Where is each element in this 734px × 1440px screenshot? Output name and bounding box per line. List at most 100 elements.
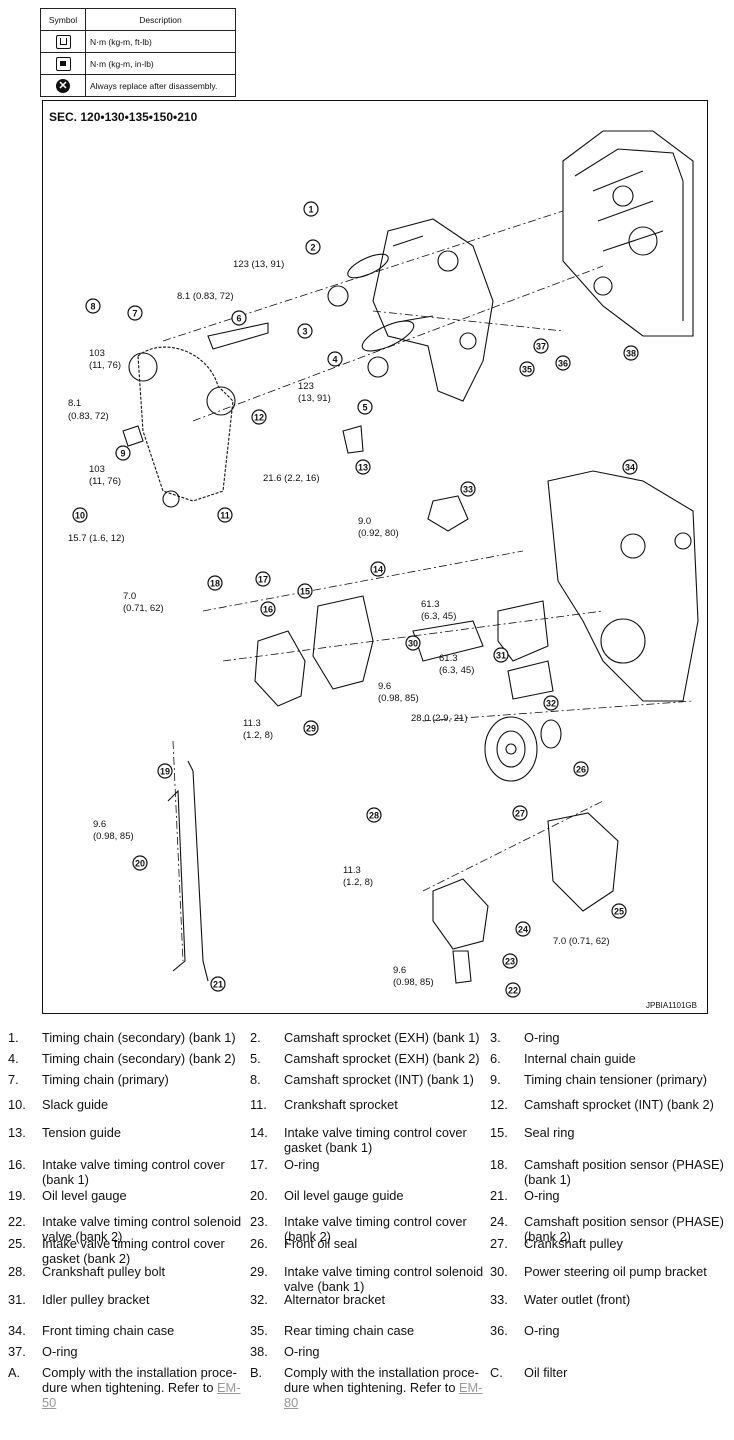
torque-label: 103	[89, 464, 105, 475]
part-description: Front oil seal	[284, 1236, 358, 1251]
part-description: Oil level gauge	[42, 1188, 127, 1203]
part-description: Intake valve timing control cover (bank …	[284, 1214, 467, 1244]
svg-text:16: 16	[263, 605, 273, 615]
symbol-description: N·m (kg-m, ft-lb)	[85, 30, 236, 53]
part-number: 10.	[8, 1097, 26, 1112]
part-description: Camshaft sprocket (EXH) (bank 1)	[284, 1030, 480, 1045]
part-description: Intake valve timing control solenoid val…	[284, 1264, 484, 1294]
part-number: 13.	[8, 1125, 26, 1140]
callout-18: 18	[207, 575, 223, 591]
ivtc-cover-bank2-drawing	[432, 878, 489, 950]
callout-33: 33	[460, 481, 476, 497]
part-description: Water outlet (front)	[524, 1292, 631, 1307]
alternator-bracket-drawing	[507, 660, 554, 700]
symbol-legend-table: Symbol Description N·m (kg-m, ft-lb) N·m…	[40, 8, 236, 97]
reference-link[interactable]: EM-50	[42, 1380, 241, 1410]
svg-text:35: 35	[522, 365, 532, 375]
torque-label: 61.3	[439, 653, 458, 664]
section-title: SEC. 120•130•135•150•210	[49, 110, 198, 124]
callout-2: 2	[305, 239, 321, 255]
ivtc-cover-gasket-bank2-drawing	[547, 812, 619, 912]
part-description: Crankshaft sprocket	[284, 1097, 398, 1112]
callout-37: 37	[533, 338, 549, 354]
callout-20: 20	[132, 855, 148, 871]
callout-12: 12	[251, 409, 267, 425]
svg-text:36: 36	[558, 359, 568, 369]
svg-text:7: 7	[132, 309, 137, 319]
part-description: Comply with the installation proce- dure…	[284, 1365, 483, 1410]
svg-text:29: 29	[306, 724, 316, 734]
torque-label: 9.6	[393, 965, 406, 976]
part-number: 22.	[8, 1214, 26, 1229]
torque-label: (0.98, 85)	[378, 693, 419, 704]
crankshaft-sprocket-drawing	[162, 490, 180, 508]
reference-link[interactable]: EM-80	[284, 1380, 483, 1410]
camshaft-sprocket-exh-bank1-drawing	[327, 285, 349, 307]
svg-text:21: 21	[213, 980, 223, 990]
svg-text:1: 1	[308, 205, 313, 215]
svg-text:22: 22	[508, 986, 518, 996]
part-description: Power steering oil pump bracket	[524, 1264, 707, 1279]
part-number: 36.	[490, 1323, 508, 1338]
torque-label: (6.3, 45)	[421, 611, 456, 622]
callout-21: 21	[210, 976, 226, 992]
part-number: 18.	[490, 1157, 508, 1172]
torque-label: (1.2, 8)	[343, 877, 373, 888]
torque-label: (11, 76)	[89, 360, 121, 371]
part-description: Idler pulley bracket	[42, 1292, 150, 1307]
part-description: Seal ring	[524, 1125, 575, 1140]
svg-text:17: 17	[258, 575, 268, 585]
tension-guide-drawing	[342, 425, 364, 454]
ivtc-cover-bank1-drawing	[254, 630, 306, 707]
part-number: 26.	[250, 1236, 268, 1251]
part-number: 8.	[250, 1072, 261, 1087]
torque-label: 61.3	[421, 599, 440, 610]
internal-chain-guide-drawing	[207, 322, 269, 350]
part-number: 4.	[8, 1051, 19, 1066]
part-description: Timing chain (secondary) (bank 1)	[42, 1030, 236, 1045]
torque-label: 123 (13, 91)	[233, 259, 284, 270]
callout-5: 5	[357, 399, 373, 415]
camshaft-sprocket-exh-bank2-drawing	[367, 356, 389, 378]
part-description: Timing chain tensioner (primary)	[524, 1072, 708, 1087]
part-number: 3.	[490, 1030, 501, 1045]
svg-text:9: 9	[120, 449, 125, 459]
svg-text:38: 38	[626, 349, 636, 359]
svg-text:19: 19	[160, 767, 170, 777]
torque-labels: 123 (13, 91)8.1 (0.83, 72)103(11, 76)8.1…	[68, 259, 610, 988]
callout-35: 35	[519, 361, 535, 377]
part-number: 14.	[250, 1125, 268, 1140]
callout-16: 16	[260, 601, 276, 617]
symbol-header: Symbol	[40, 8, 86, 31]
callout-13: 13	[355, 459, 371, 475]
torque-label: 15.7 (1.6, 12)	[68, 533, 125, 544]
svg-text:32: 32	[546, 699, 556, 709]
svg-text:31: 31	[496, 651, 506, 661]
figure-id: JPBIA1101GB	[646, 1001, 697, 1010]
torque-ftlb-icon	[55, 34, 71, 49]
torque-label: (1.2, 8)	[243, 730, 273, 741]
svg-text:4: 4	[332, 355, 337, 365]
part-description: Oil level gauge guide	[284, 1188, 404, 1203]
part-description: O-ring	[284, 1344, 320, 1359]
callout-19: 19	[157, 763, 173, 779]
svg-text:37: 37	[536, 342, 546, 352]
crankshaft-pulley-drawing	[484, 716, 538, 782]
water-outlet-drawing	[427, 495, 469, 532]
part-number: 12.	[490, 1097, 508, 1112]
part-description: O-ring	[524, 1323, 560, 1338]
part-number: 6.	[490, 1051, 501, 1066]
part-description: O-ring	[284, 1157, 320, 1172]
svg-text:3: 3	[302, 327, 307, 337]
callout-31: 31	[493, 647, 509, 663]
torque-label: 8.1	[68, 398, 81, 409]
part-description: Camshaft sprocket (INT) (bank 2)	[524, 1097, 714, 1112]
torque-label: (0.83, 72)	[68, 411, 109, 422]
callout-36: 36	[555, 355, 571, 371]
part-description: Internal chain guide	[524, 1051, 636, 1066]
part-description: Comply with the installation proce- dure…	[42, 1365, 241, 1410]
callout-8: 8	[85, 298, 101, 314]
idler-pulley-bracket-drawing	[497, 600, 549, 662]
